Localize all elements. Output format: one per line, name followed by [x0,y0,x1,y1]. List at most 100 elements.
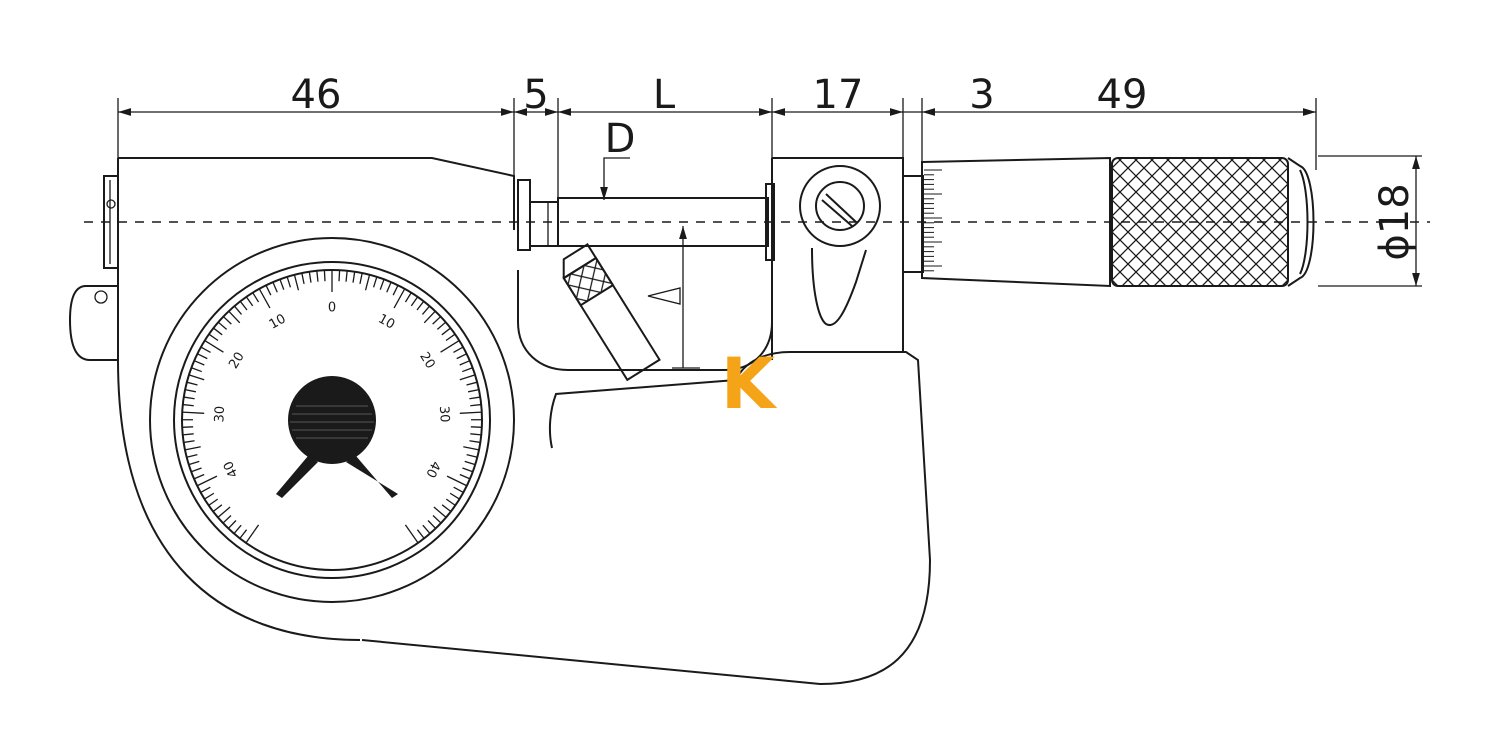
lock-lever[interactable] [799,165,881,327]
dial-tick [182,411,205,414]
dial-hub [288,376,376,464]
dial-tick [228,310,241,324]
dial-tick [386,281,392,293]
dial-tick [432,316,442,325]
dial-tick [184,388,197,393]
dial-tick [459,411,482,414]
dial-tick [393,288,406,309]
dial-tick [245,524,260,544]
dial-tick [186,381,198,386]
dial-tick [227,520,237,529]
dial-tick [286,276,292,288]
dial-tick [466,453,478,458]
dial-tick [308,271,312,283]
dial-tick [464,460,476,466]
dial-tick [441,504,452,513]
dial-tick [233,305,243,315]
dial-tick [466,381,478,386]
dial-tick [208,498,219,506]
dial-tick [191,467,202,473]
dimension-5: 5 [523,72,548,118]
dial-tick [379,279,385,290]
dial-tick [453,486,464,494]
dial-tick [316,270,319,282]
dial-tick [182,426,194,428]
dial-tick [200,486,211,494]
dial-tick [222,515,232,524]
dial-tick [463,446,480,451]
pointer-marker [647,287,681,305]
dial-label: 10 [267,311,289,332]
dial-ticks [181,270,483,544]
dial-tick [470,403,482,407]
dial-tick [469,440,481,444]
dial-tick [197,353,208,360]
dial-tick [245,296,254,307]
dial-tick [213,327,223,336]
dial-tick [459,374,476,381]
dial-tick [265,285,272,296]
dial-tick [421,305,431,315]
dial-tick [422,524,431,534]
dimension-L: L [653,72,676,118]
frame-body [68,157,932,686]
dial-tick [423,310,436,324]
dial-tick [212,504,223,513]
dimension-lines: 46 5 L 17 3 49 D ϕ18 [117,72,1422,369]
dial-tick [184,446,201,451]
brand-logo: K [721,343,778,425]
dial-tick [410,296,419,307]
dial-tick [188,374,205,381]
dial-stop-left [276,456,318,498]
dial-tick [222,316,232,325]
dial-tick [272,281,278,293]
dial-tick [453,346,464,353]
dial-tick [459,360,471,366]
release-button[interactable] [555,243,661,382]
dial-tick [196,475,218,487]
dial-tick [193,473,205,480]
dial-tick [470,433,482,436]
dial-tick [193,360,205,366]
dial-tick [217,321,228,330]
dial-tick [208,333,219,342]
dial-tick [352,271,356,283]
dial-tick [323,270,326,282]
dial-tick [446,475,468,487]
thimble[interactable] [902,156,1315,288]
dial-tick [217,506,231,518]
dial-tick [279,279,285,290]
dial-tick [359,272,363,284]
dial-label: 30 [212,405,228,422]
dial-tick [293,274,300,291]
dial-tick [427,520,437,529]
dial-tick [469,396,481,400]
dial-label: 40 [221,458,242,479]
dial-tick [186,453,198,458]
hub-hatching [290,405,374,439]
dial-tick [239,529,248,539]
dial-tick [183,396,195,400]
dial-tick [182,433,194,436]
dial-tick [204,339,224,353]
dial-tick [445,498,456,506]
dial-tick [441,327,451,336]
dial-label: 20 [416,350,437,372]
dimension-49: 49 [1097,72,1148,118]
dial-tick [338,270,341,282]
dial-tick [239,300,248,311]
sleeve-scale [924,169,942,272]
dimension-46: 46 [291,72,342,118]
dial-tick [462,367,473,373]
dial-tick [372,276,378,288]
dial-tick [345,270,348,282]
dimension-17: 17 [813,72,864,118]
dial-tick [404,292,412,303]
dial-tick [182,403,194,407]
dial-tick [364,274,371,291]
dial-tick [183,440,195,444]
